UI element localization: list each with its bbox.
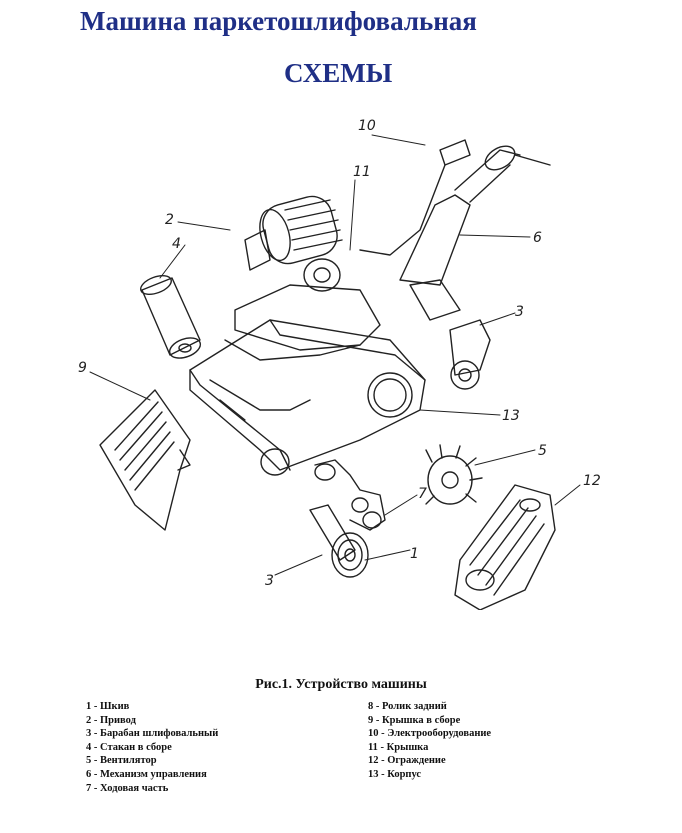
exploded-view-drawing: 10 11 2 4 6 3 9 13 5 7 12 1 3 [78,118,601,610]
part-cover-assembly [99,389,191,531]
callout-5: 5 [538,443,547,459]
part-running-gear [314,459,386,531]
part-control-mechanism [359,139,551,321]
legend-item: 3 - Барабан шлифовальный [86,728,219,740]
legend-item: 10 - Электрооборудование [368,728,492,740]
callout-10: 10 [358,118,376,134]
callout-11: 11 [353,164,371,180]
part-fan [425,444,483,505]
legend-item: 4 - Стакан в сборе [86,741,172,753]
legend-item: 1 - Шкив [86,701,130,712]
legend-item: 11 - Крышка [368,741,429,753]
figure-caption: Рис.1. Устройство машины [255,677,427,692]
legend-item: 13 - Корпус [368,768,422,780]
part-sanding-drum [309,504,369,578]
page-title: Машина паркетошлифовальная [80,6,477,36]
legend-left-column: 1 - Шкив 2 - Привод 3 - Барабан шлифовал… [86,700,218,795]
callout-9: 9 [78,360,87,376]
callout-4: 4 [172,236,181,252]
legend-item: 2 - Привод [86,714,136,726]
legend-item: 6 - Механизм управления [86,768,207,780]
part-rear-roller [449,319,491,390]
legend-item: 5 - Вентилятор [86,755,157,767]
callout-13: 13 [502,408,520,424]
callout-leaders [89,134,581,576]
legend-item: 8 - Ролик задний [368,701,447,712]
callout-12: 12 [583,473,601,489]
callout-1: 1 [410,546,419,562]
legend-right-column: 8 - Ролик задний 9 - Крышка в сборе 10 -… [368,700,491,782]
part-cup-assembly [140,275,202,359]
callout-2: 2 [165,212,174,228]
page-subtitle: СХЕМЫ [284,58,393,88]
legend-item: 9 - Крышка в сборе [368,714,461,726]
legend-item: 7 - Ходовая часть [86,782,169,794]
callout-6: 6 [533,230,542,246]
callout-7: 7 [418,486,427,502]
part-guard [454,484,556,610]
callout-3-lower: 3 [265,573,274,589]
legend-item: 12 - Ограждение [368,755,446,767]
part-body-housing [189,319,426,476]
callout-3-upper: 3 [515,304,524,320]
part-drive-motor [224,195,381,361]
